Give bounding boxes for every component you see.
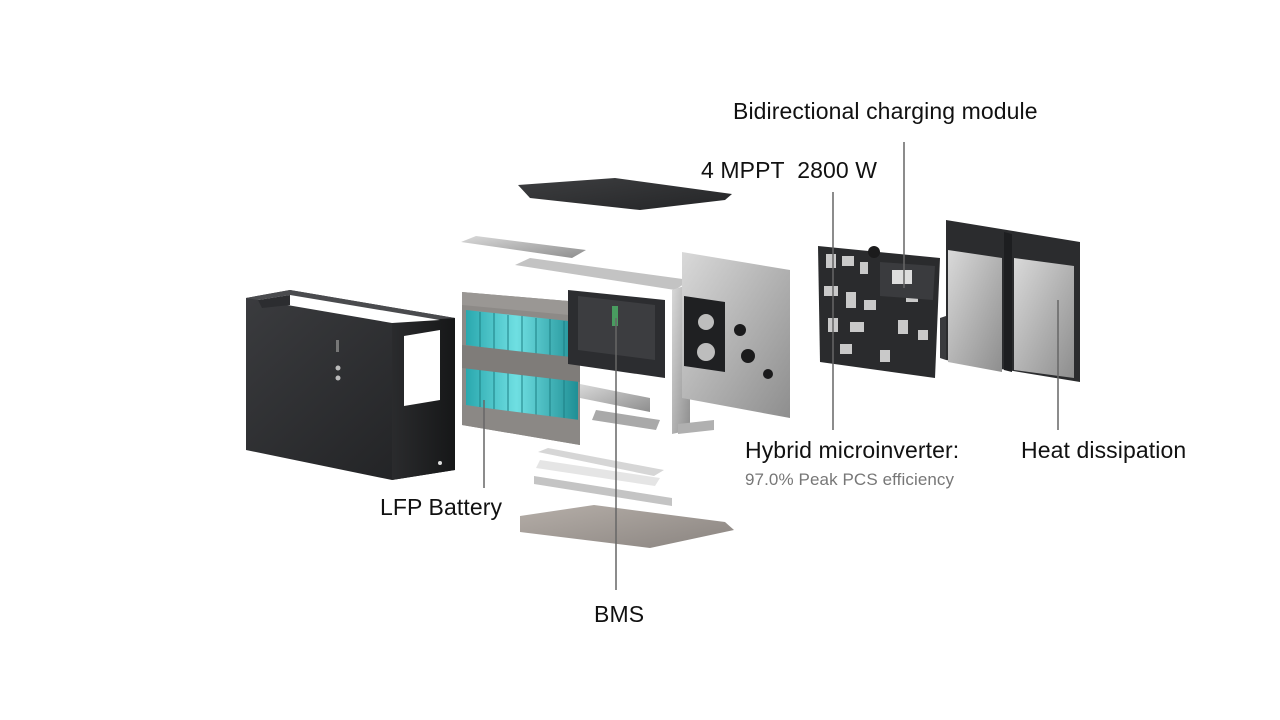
label-peak-pcs-efficiency: 97.0% Peak PCS efficiency xyxy=(745,470,955,489)
label-heat-dissipation: Heat dissipation xyxy=(1021,437,1187,463)
label-lfp-battery: LFP Battery xyxy=(380,494,503,520)
label-hybrid-microinverter: Hybrid microinverter: xyxy=(745,437,960,463)
indicator-dot xyxy=(335,375,341,381)
vent-slot xyxy=(336,340,339,352)
leader-lines xyxy=(483,142,1059,590)
indicator-dot xyxy=(335,365,341,371)
top-metal-bar xyxy=(461,236,586,258)
label-bms: BMS xyxy=(594,601,645,627)
hybrid-microinverter-pcb xyxy=(818,246,940,378)
outer-casing xyxy=(246,290,455,480)
bottom-plate xyxy=(520,505,734,548)
lfp-battery-pack xyxy=(462,292,580,445)
side-metal-panel xyxy=(682,252,790,418)
heat-dissipation-panel xyxy=(940,220,1080,382)
label-bidirectional-charging-module: Bidirectional charging module xyxy=(733,98,1038,124)
top-lid-plate xyxy=(518,178,732,210)
label-mppt-power: 4 MPPT 2800 W xyxy=(701,157,878,183)
lower-rails xyxy=(534,448,672,506)
